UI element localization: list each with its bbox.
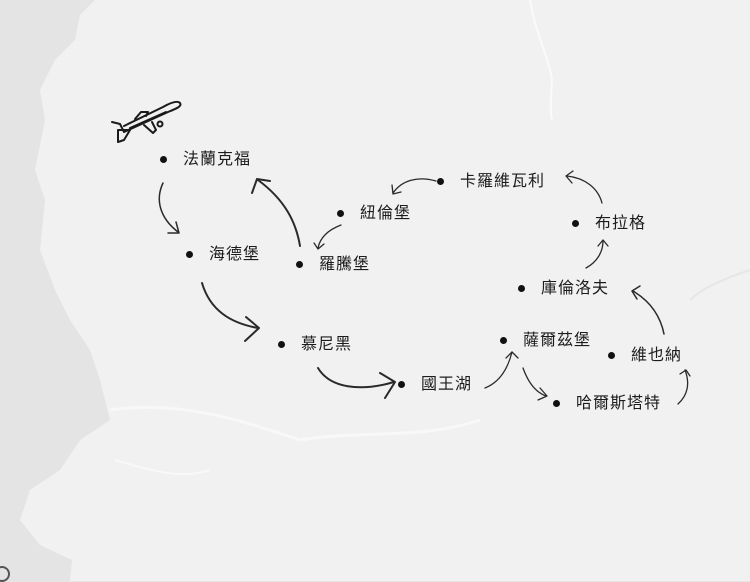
stop-label: 哈爾斯塔特 bbox=[576, 393, 662, 412]
stop-label: 紐倫堡 bbox=[360, 203, 412, 222]
stop-vienna: 維也納 bbox=[608, 345, 682, 365]
location-dot bbox=[398, 380, 405, 388]
arrow-prague-karlovyvary bbox=[566, 175, 603, 204]
stop-frankfurt: 法蘭克福 bbox=[160, 149, 251, 169]
stop-label: 慕尼黑 bbox=[301, 334, 353, 353]
stop-label: 庫倫洛夫 bbox=[541, 278, 610, 297]
border-line bbox=[109, 405, 481, 442]
arrow-salzburg-hallstatt bbox=[522, 367, 547, 397]
location-dot bbox=[337, 209, 344, 217]
stop-hallstatt: 哈爾斯塔特 bbox=[553, 393, 661, 413]
location-dot bbox=[186, 250, 193, 258]
location-dot bbox=[572, 219, 579, 227]
stop-label: 海德堡 bbox=[209, 244, 261, 263]
stop-label: 羅騰堡 bbox=[319, 254, 371, 273]
stop-rothenburg: 羅騰堡 bbox=[296, 254, 370, 274]
location-dot bbox=[608, 351, 615, 359]
stop-label: 維也納 bbox=[631, 345, 683, 364]
arrow-krumlov-prague bbox=[585, 240, 604, 269]
stop-label: 法蘭克福 bbox=[183, 149, 252, 168]
arrow-karlovyvary-nuremberg bbox=[392, 178, 437, 194]
stop-prague: 布拉格 bbox=[572, 213, 646, 233]
arrow-rothenburg-frankfurt bbox=[257, 179, 301, 247]
stop-label: 國王湖 bbox=[421, 374, 473, 393]
location-dot bbox=[296, 260, 303, 268]
stop-label: 薩爾茲堡 bbox=[523, 330, 592, 349]
arrow-heidelberg-munich bbox=[201, 282, 259, 329]
location-dot bbox=[278, 340, 285, 348]
location-dot bbox=[500, 336, 507, 344]
arrow-hallstatt-vienna bbox=[677, 369, 689, 405]
land-region bbox=[20, 0, 750, 581]
arrow-nuremberg-rothenburg bbox=[317, 224, 342, 249]
arrow-konigssee-salzburg bbox=[484, 351, 513, 389]
arrow-vienna-krumlov bbox=[632, 290, 665, 335]
arrow-frankfurt-heidelberg bbox=[158, 182, 179, 233]
stop-label: 布拉格 bbox=[595, 213, 647, 232]
stop-heidelberg: 海德堡 bbox=[186, 244, 260, 264]
stop-munich: 慕尼黑 bbox=[278, 334, 352, 354]
airplane-icon bbox=[111, 100, 182, 143]
stop-nuremberg: 紐倫堡 bbox=[337, 203, 411, 223]
location-dot bbox=[437, 177, 444, 185]
arrow-munich-konigssee bbox=[317, 367, 395, 389]
border-line bbox=[529, 0, 553, 121]
location-dot bbox=[518, 284, 525, 292]
stop-label: 卡羅維瓦利 bbox=[460, 171, 546, 190]
stop-konigssee: 國王湖 bbox=[398, 374, 472, 394]
stop-salzburg: 薩爾茲堡 bbox=[500, 330, 591, 350]
stop-cesky-krumlov: 庫倫洛夫 bbox=[518, 278, 609, 298]
border-line bbox=[114, 459, 211, 476]
border-line bbox=[689, 269, 750, 301]
location-dot bbox=[553, 399, 560, 407]
location-dot bbox=[160, 155, 167, 163]
stop-karlovy-vary: 卡羅維瓦利 bbox=[437, 171, 545, 191]
